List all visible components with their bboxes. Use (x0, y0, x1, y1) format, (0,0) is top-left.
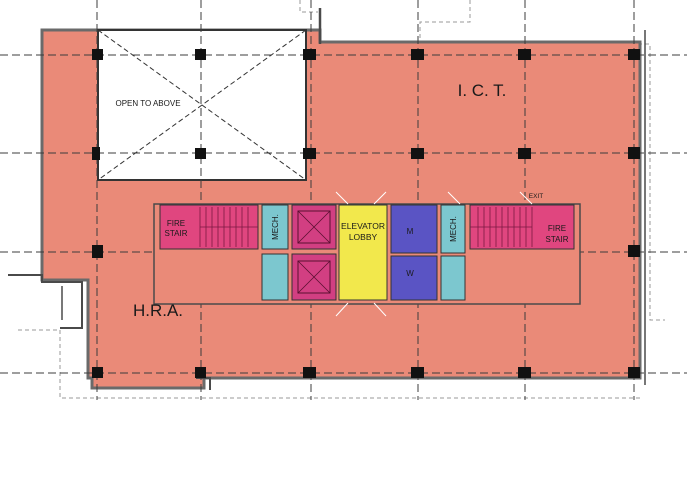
notch-wall (8, 274, 83, 329)
hra-label: H.R.A. (133, 301, 183, 320)
column (411, 367, 424, 378)
elevator-shafts (291, 204, 337, 301)
fire-stair-left-label-2: STAIR (165, 229, 188, 238)
column (628, 147, 640, 159)
restroom-women (390, 255, 438, 301)
restroom-men-label: M (407, 227, 414, 236)
column (92, 147, 100, 160)
columns (92, 49, 640, 378)
column (628, 367, 640, 378)
column (92, 367, 103, 378)
column (303, 49, 316, 60)
column (92, 245, 103, 258)
ict-label: I. C. T. (458, 81, 507, 100)
mech-left-label: MECH. (271, 214, 280, 240)
mech-right-label: MECH. (449, 216, 458, 242)
column (303, 367, 316, 378)
fire-stair-right-label-1: FIRE (548, 224, 566, 233)
column (518, 367, 531, 378)
column (303, 148, 316, 159)
column (195, 367, 206, 378)
mech-left-room (261, 204, 289, 250)
mech-right-room (440, 204, 466, 254)
column (518, 49, 531, 60)
fire-stair-left-label-1: FIRE (167, 219, 185, 228)
fire-stair-left: FIRE STAIR (159, 204, 259, 250)
column (195, 49, 206, 60)
column (195, 148, 206, 159)
elevator-lobby-label-2: LOBBY (349, 232, 378, 242)
mech-right-lower (440, 255, 466, 301)
restroom-men (390, 204, 438, 254)
column (411, 148, 424, 159)
column (411, 49, 424, 60)
column (92, 49, 103, 60)
elevator-lobby (338, 204, 388, 301)
restroom-women-label: W (406, 269, 414, 278)
column (628, 245, 640, 257)
door-swings (335, 191, 533, 317)
open-to-above-label: OPEN TO ABOVE (115, 99, 180, 108)
fire-stair-right-label-2: STAIR (546, 235, 569, 244)
elevator-lobby-label-1: ELEVATOR (341, 221, 385, 231)
mech-left-lower (261, 253, 289, 301)
exit-label: EXIT (529, 193, 543, 200)
column (518, 148, 531, 159)
fire-stair-right: FIRE STAIR (469, 204, 575, 250)
column (628, 49, 640, 60)
